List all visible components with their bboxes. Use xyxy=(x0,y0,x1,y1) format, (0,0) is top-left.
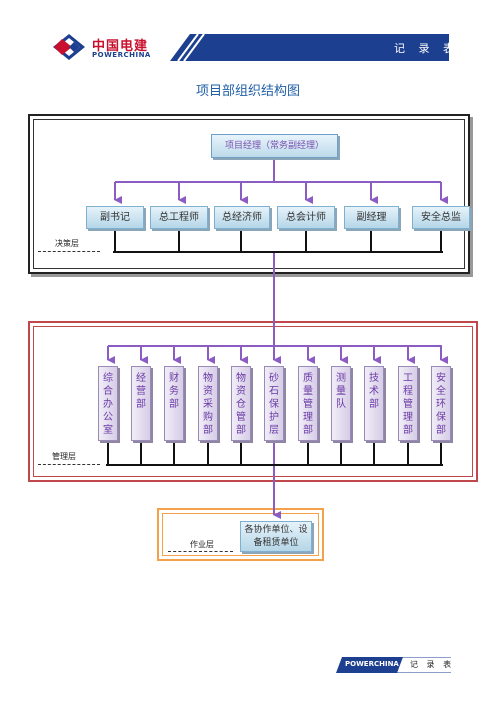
powerchina-logo-icon xyxy=(53,34,85,60)
dept-survey-team: 测量队 xyxy=(331,366,351,441)
role-deputy-secretary: 副书记 xyxy=(86,206,144,229)
dept-safety-environment: 安全环保部 xyxy=(431,366,451,441)
role-chief-accountant: 总会计师 xyxy=(277,206,335,229)
dept-finance: 财务部 xyxy=(164,366,184,441)
cooperating-units-box: 各协作单位、设备租赁单位 xyxy=(240,521,312,552)
header-band xyxy=(170,34,449,61)
dept-engineering-management: 工程管理部 xyxy=(398,366,418,441)
decision-layer-label: 决策层 xyxy=(55,239,79,248)
dept-general-office: 综合办公室 xyxy=(98,366,118,441)
decision-layer-dashes xyxy=(38,251,100,252)
footer-band xyxy=(336,657,451,673)
logo-chinese-text: 中国电建 xyxy=(92,39,149,54)
header-record-label: 记 录 表 xyxy=(394,42,459,55)
operation-layer-label: 作业层 xyxy=(190,540,214,549)
dept-quality-management: 质量管理部 xyxy=(298,366,318,441)
footer-brand-text: POWERCHINA xyxy=(345,660,399,668)
management-layer-label: 管理层 xyxy=(52,452,76,461)
role-chief-economist: 总经济师 xyxy=(214,206,270,229)
role-safety-director: 安全总监 xyxy=(412,206,470,229)
dept-technical: 技术部 xyxy=(364,366,384,441)
management-layer-dashes xyxy=(38,464,100,465)
project-manager-box: 项目经理（常务副经理） xyxy=(211,134,338,158)
dept-business: 经营部 xyxy=(131,366,151,441)
operation-layer-dashes xyxy=(168,551,233,552)
footer-record-label: 记 录 表 xyxy=(410,660,455,669)
dept-material-warehouse: 物资仓管部 xyxy=(231,366,251,441)
dept-gravel-protection-layer: 砂石保护层 xyxy=(264,366,284,441)
logo-english-text: POWERCHINA xyxy=(92,51,151,59)
page-title: 项目部组织结构图 xyxy=(195,84,300,99)
role-chief-engineer: 总工程师 xyxy=(150,206,208,229)
role-deputy-manager: 副经理 xyxy=(344,206,399,229)
dept-material-procurement: 物资采购部 xyxy=(198,366,218,441)
